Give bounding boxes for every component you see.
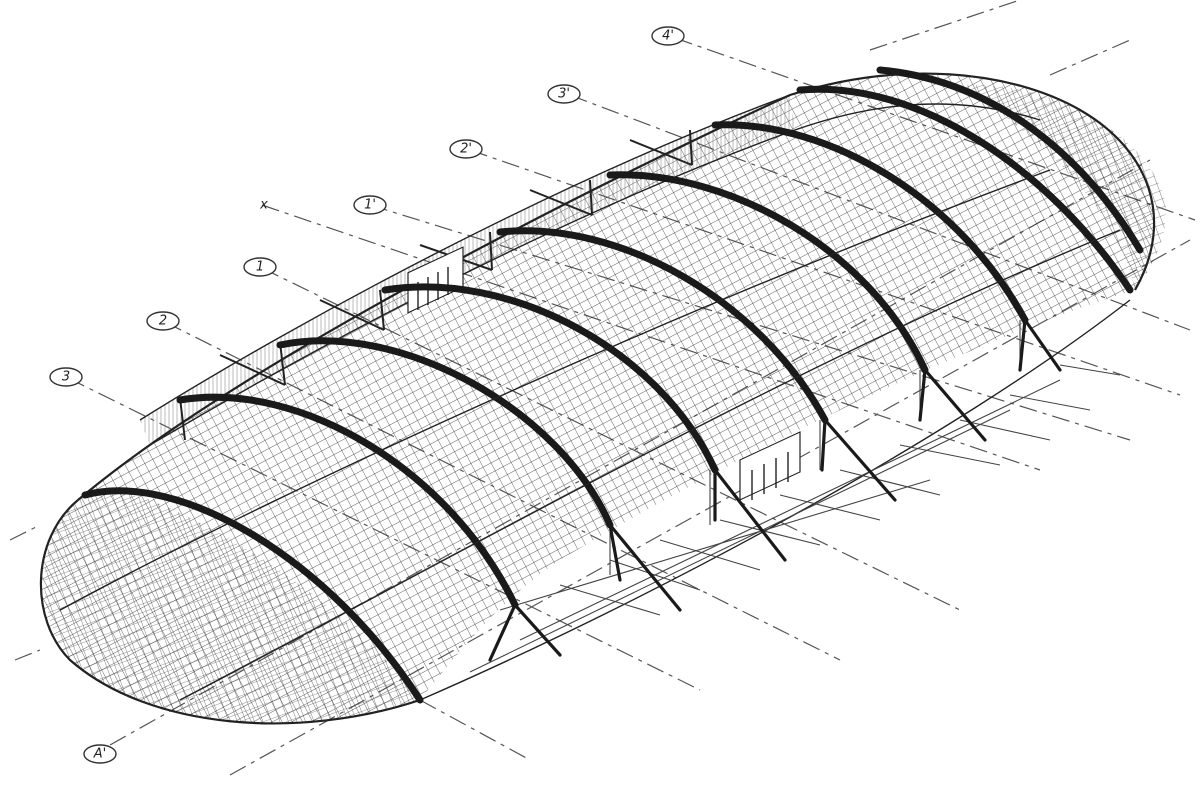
grid-bubble-label: 3 [62,370,70,385]
roof-outline-top [77,72,1156,501]
purlins [59,169,1121,701]
grid-bubble-label: A' [93,747,106,762]
ridge-truss [179,129,693,441]
window-frame [739,431,801,501]
grid-bubble: 1 [243,257,277,277]
floor-line [839,469,941,496]
strut [918,368,927,422]
truss-brace [319,299,385,331]
arch-rib [496,227,829,424]
axis-line-bottom-stub [419,699,531,761]
axis-line-top2 [1049,39,1131,76]
floor-line [719,519,821,546]
strut [820,418,827,472]
truss-post [489,231,493,271]
truss-post [179,397,186,441]
arch-rib [176,393,519,609]
ridge-beam [149,103,1041,446]
purlin [59,169,1051,611]
strut [1023,318,1062,372]
arch-rib [606,171,929,374]
roof-end-cap-left [44,493,421,724]
strut [488,603,517,662]
arch-rib [276,337,614,529]
strut [1018,318,1027,372]
grid-bubble: A' [83,744,117,764]
grid-bubble-label: 2' [460,142,472,157]
roof-outline-left [39,499,421,725]
axis-line-left-stub [9,524,41,541]
window-lower [739,431,801,501]
truss-post [379,289,385,331]
v-struts [488,318,1062,662]
arches [81,66,1144,704]
strut [923,368,987,442]
strut [823,418,897,502]
truss-post [589,179,593,216]
floor-line [959,419,1051,441]
floor-line [659,539,761,571]
truss-post [279,341,286,386]
grid-bubble: 3' [547,84,581,104]
truss-post [689,129,693,166]
strut [608,523,682,612]
grid-bubble: 4' [651,26,685,46]
window-frame [407,246,464,314]
roof-mesh [40,73,1155,724]
roof-shell [39,66,1166,725]
grid-bubble-label: 2 [159,314,167,329]
grid-bubble-label: 1' [364,198,376,213]
axis-line-1p [369,204,1131,441]
grid-bubble-label: x [259,198,268,213]
grid-bubble-label: 3' [558,87,570,102]
arch-rib [876,66,1144,254]
floor-line [1059,364,1121,376]
floor-line [559,584,661,616]
axis-line-top [869,0,1022,51]
grid-bubble-label: 4' [662,29,674,44]
grid-bubble: 3 [49,367,83,387]
truss-brace [529,189,593,216]
floor-line [1009,394,1091,411]
floor-line [899,444,1001,466]
strut [608,523,622,582]
grid-bubble: 2' [449,139,483,159]
grid-bubbles: 3 2 1 x 1' 2' 3' 4' A' [49,26,685,764]
arch-rib [81,487,424,704]
floor-line [609,559,701,591]
floor-line [469,409,1011,673]
arch-rib [381,283,719,474]
strut [513,603,562,657]
axis-line-left-stub2 [14,649,41,661]
grid-bubble-label: 1 [256,260,264,275]
grid-bubble: 1' [353,195,387,215]
truss-brace [629,139,693,166]
purlin [179,229,1121,701]
grid-bubble: 2 [146,311,180,331]
grid-bubble: x [259,198,268,213]
truss-brace [219,354,286,386]
floor-line [779,494,881,521]
arch-rib [711,121,1029,324]
strut [713,468,787,562]
arch-rib [796,85,1134,294]
